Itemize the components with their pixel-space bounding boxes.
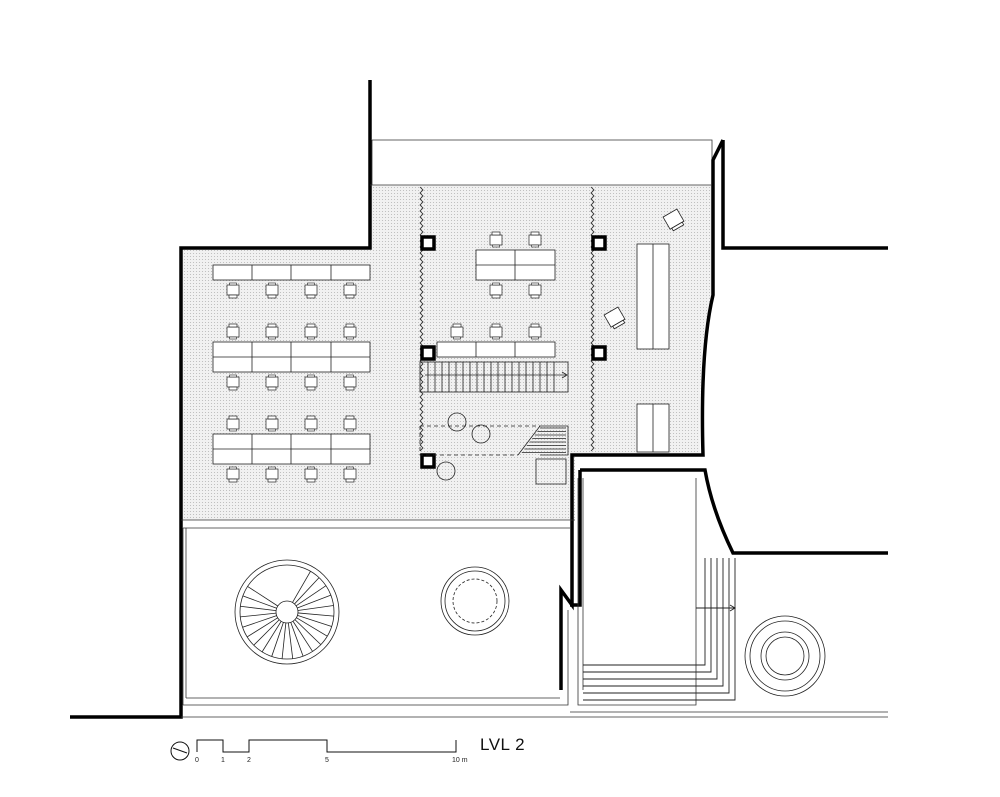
chair — [304, 323, 318, 340]
chair — [226, 323, 240, 340]
scale-tick-1: 1 — [221, 757, 225, 764]
scale-bar — [196, 739, 457, 753]
chair — [265, 323, 279, 340]
chair — [489, 323, 503, 340]
chair — [226, 466, 240, 483]
upper-terrace — [371, 139, 713, 185]
exterior-walls — [70, 80, 888, 719]
chair — [343, 415, 357, 432]
chair — [343, 466, 357, 483]
chair — [450, 323, 464, 340]
chair — [528, 282, 542, 299]
zigzag-line — [590, 186, 595, 452]
chair — [226, 415, 240, 432]
exterior-steps — [583, 558, 736, 701]
scale-tick-2: 2 — [247, 757, 251, 764]
chair — [343, 282, 357, 299]
chair — [226, 282, 240, 299]
chair — [265, 466, 279, 483]
zigzag-partitions — [419, 186, 595, 452]
chair — [343, 374, 357, 391]
main-staircase — [419, 361, 569, 485]
chair — [489, 282, 503, 299]
chair — [489, 231, 503, 248]
chair — [304, 282, 318, 299]
chair — [343, 323, 357, 340]
chair — [304, 374, 318, 391]
north-arrow-icon — [170, 741, 190, 761]
chair — [265, 415, 279, 432]
chair — [528, 231, 542, 248]
interior-lines — [181, 184, 888, 718]
lounge-furniture — [603, 208, 685, 453]
zigzag-line — [419, 186, 424, 452]
level-title: LVL 2 — [480, 735, 526, 754]
tree-planter — [744, 615, 826, 697]
scale-tick-0: 0 — [195, 757, 199, 764]
desk-cluster-middle — [436, 249, 556, 358]
desk-clusters-left — [212, 264, 371, 465]
chair — [304, 415, 318, 432]
chair — [226, 374, 240, 391]
round-skylight — [440, 566, 510, 636]
chair — [265, 374, 279, 391]
scale-tick-5: 5 — [325, 757, 329, 764]
chair — [528, 323, 542, 340]
spiral-staircase — [234, 559, 340, 665]
scale-tick-10: 10 m — [452, 757, 468, 764]
chair — [265, 282, 279, 299]
chair — [304, 466, 318, 483]
